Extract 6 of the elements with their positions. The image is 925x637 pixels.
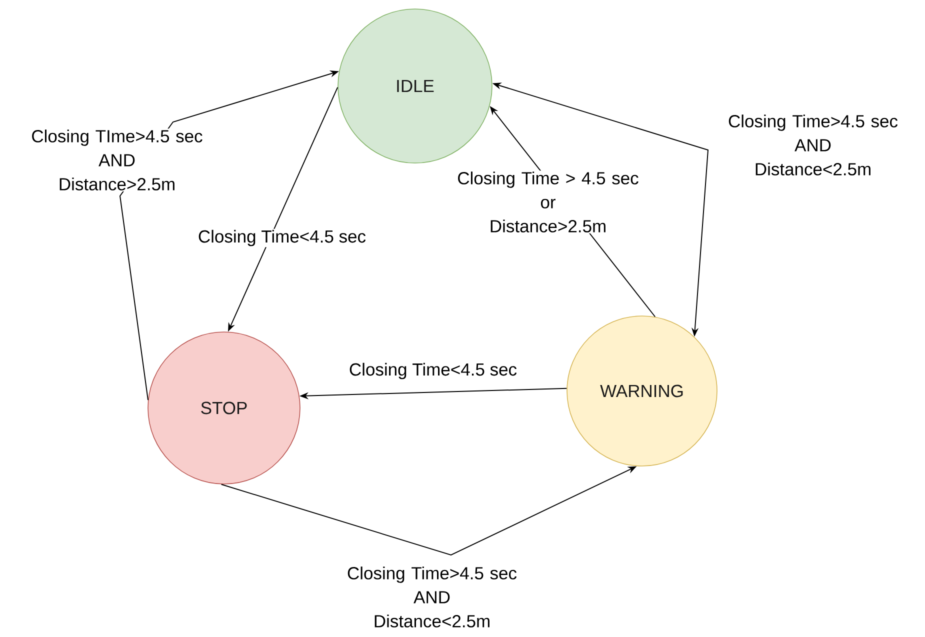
edge-label: Closing Time<4.5 sec [348,362,518,380]
edge-label: Closing TIme>4.5 sec AND Distance>2.5m [20,128,214,192]
edge-label: Closing Time > 4.5 sec or Distance>2.5m [452,170,644,234]
edge-label: Closing Time>4.5 sec AND Distance<2.5m [335,566,529,628]
edge-label: Closing Time>4.5 sec AND Distance<2.5m [716,114,910,176]
edge-label: Closing Time<4.5 sec [196,228,368,248]
